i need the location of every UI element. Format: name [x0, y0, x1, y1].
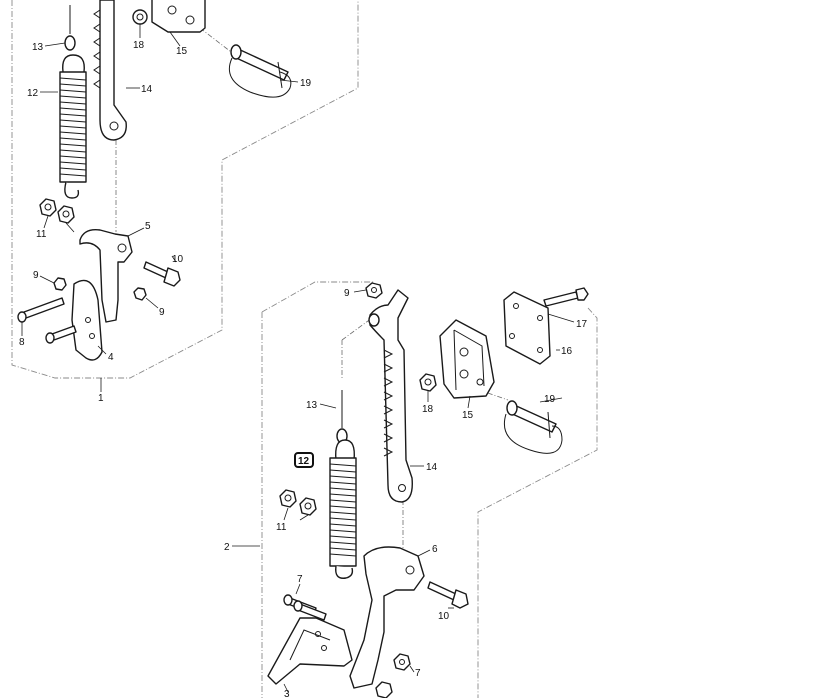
top-label-14: 14 — [141, 84, 153, 95]
top-label-11: 11 — [36, 229, 47, 240]
bottom-highlight-12[interactable]: 12 — [294, 452, 314, 468]
bottom-label-6: 6 — [432, 544, 438, 555]
bottom-bracket-15 — [439, 319, 495, 399]
bottom-label-11: 11 — [276, 522, 287, 533]
top-label-13: 13 — [32, 42, 44, 53]
top-nuts-11 — [39, 198, 75, 224]
top-lever — [79, 229, 133, 323]
bottom-spring — [329, 439, 357, 579]
top-eye-bolt — [64, 5, 76, 51]
bottom-label-19: 19 — [544, 394, 556, 405]
bottom-label-16: 16 — [561, 346, 573, 357]
top-label-1: 1 — [98, 393, 104, 404]
bottom-assembly: 9 17 16 19 13 18 15 12 14 11 2 6 7 10 7 … — [224, 282, 589, 698]
top-toothed-bar — [93, 0, 127, 141]
bottom-label-13: 13 — [306, 400, 318, 411]
top-assembly: 13 12 14 18 15 19 11 5 10 9 9 8 4 1 — [17, 0, 312, 404]
top-label-8: 8 — [19, 337, 25, 348]
top-label-4: 4 — [108, 352, 114, 363]
top-label-10: 10 — [172, 254, 184, 265]
bottom-label-14: 14 — [426, 462, 438, 473]
bottom-plate-16 — [503, 291, 551, 365]
bottom-toothed-bar — [368, 289, 413, 503]
assembly-frame-top — [11, 0, 359, 379]
bottom-label-10: 10 — [438, 611, 450, 622]
bottom-label-7b: 7 — [415, 668, 421, 679]
bottom-label-7a: 7 — [297, 574, 303, 585]
bottom-label-3: 3 — [284, 689, 290, 698]
top-label-15: 15 — [176, 46, 188, 57]
bottom-label-2: 2 — [224, 542, 230, 553]
bottom-label-15: 15 — [462, 410, 474, 421]
bottom-lever-6 — [349, 546, 425, 689]
top-label-19: 19 — [300, 78, 312, 89]
bottom-bolt-7b — [293, 600, 327, 621]
top-blade — [71, 279, 103, 361]
top-label-12: 12 — [27, 88, 39, 99]
bottom-label-17: 17 — [576, 319, 588, 330]
bottom-nut-9 — [365, 282, 383, 299]
top-bolt-10 — [143, 261, 181, 287]
top-label-18: 18 — [133, 40, 145, 51]
bottom-label-18: 18 — [422, 404, 434, 415]
bottom-label-9: 9 — [344, 288, 350, 299]
assembly-frame-bottom — [261, 281, 598, 698]
bottom-label-12: 12 — [298, 456, 310, 467]
bottom-bolt-10 — [427, 581, 469, 609]
bottom-nut-7 — [393, 653, 411, 671]
bottom-bolt-17 — [543, 287, 589, 307]
top-nut-9a — [53, 277, 67, 291]
bottom-eye-bolt — [336, 390, 348, 444]
top-spring — [59, 54, 87, 199]
top-nut-18 — [132, 9, 148, 25]
bottom-pin-19 — [504, 400, 563, 454]
top-label-5: 5 — [145, 221, 151, 232]
top-bracket — [151, 0, 206, 33]
top-bolt-8b — [45, 325, 77, 344]
bottom-nuts-11 — [279, 489, 317, 516]
bottom-nut-18 — [419, 373, 437, 392]
top-nut-9b — [133, 287, 147, 301]
bottom-blade-3 — [267, 617, 353, 685]
top-pin — [228, 44, 292, 98]
bottom-nut-extra — [375, 681, 393, 698]
top-label-9b: 9 — [159, 307, 165, 318]
top-label-9a: 9 — [33, 270, 39, 281]
top-bolt-8 — [17, 297, 65, 323]
